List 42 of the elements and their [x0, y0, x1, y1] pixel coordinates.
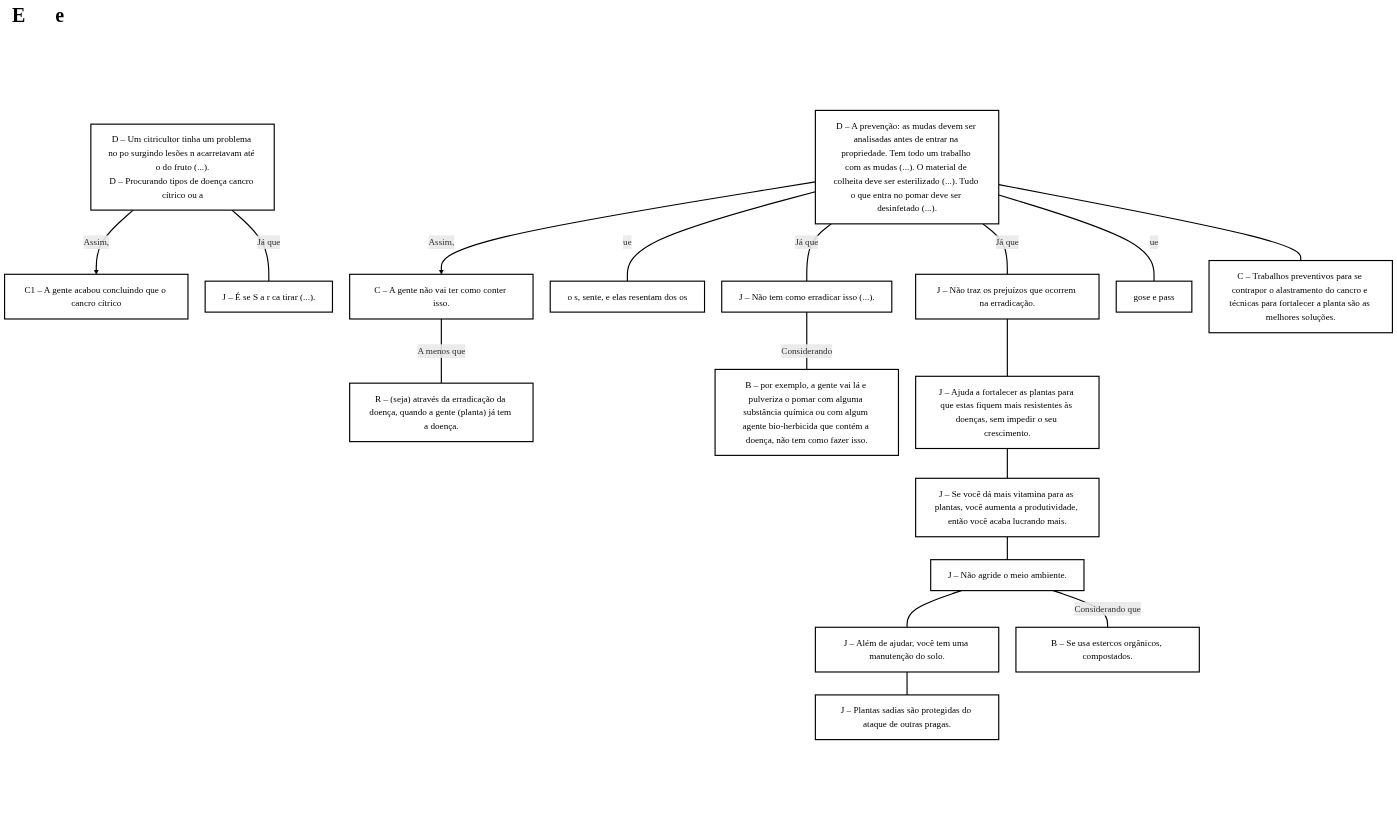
edge-label: A menos que	[417, 345, 466, 356]
edge-label: Já que	[995, 237, 1019, 247]
node-box: J – Plantas sadias são protegidas do ataque de outras pragas.	[814, 694, 1000, 741]
connector	[906, 671, 908, 696]
node-box: J – É se S a r ca tirar (...).	[204, 280, 334, 313]
edge-label: Já que	[257, 237, 281, 247]
edge-label: Assim,	[83, 237, 110, 247]
node-box: D – Um citricultor tinha um problema no po surgindo lesões n acarretavam até o do fruto (...). D – Procurando tipos de doença cancro cítrico ou a	[90, 123, 275, 211]
edge-label: ue	[1149, 237, 1159, 247]
node-box: C – Trabalhos preventivos para se contrapor o alastramento do cancro e técnicas para fortalecer a planta são as melhores soluções.	[1208, 259, 1393, 334]
connector	[906, 590, 962, 628]
connector	[1006, 447, 1008, 479]
node-box: C1 – A gente acabou concluindo que o cancro cítrico	[4, 273, 189, 320]
node-box: B – por exemplo, a gente vai lá e pulveriza o pomar com alguma substância química ou com algum agente bio-herbicida que contém a doença, não tem como fazer isso.	[714, 368, 900, 456]
connector	[231, 209, 270, 282]
node-box: B – Se usa estercos orgânicos, compostados.	[1015, 626, 1200, 673]
connector	[982, 223, 1008, 275]
node-box: C – A gente não vai ter como conter isso.	[349, 273, 534, 320]
connector	[806, 223, 832, 282]
arrow	[438, 181, 816, 275]
edge-label: Já que	[795, 237, 819, 247]
connector-word: E	[12, 4, 26, 27]
connector-word: e	[55, 4, 65, 27]
connector	[626, 191, 816, 282]
node-box: J – Além de ajudar, você tem uma manutenção do solo.	[814, 626, 1000, 673]
connector	[998, 184, 1302, 262]
node-box: J – Não traz os prejuízos que ocorrem na erradicação.	[915, 273, 1100, 320]
node-box: gose e pass	[1115, 280, 1193, 313]
node-box: J – Se você dá mais vitamina para as plantas, você aumenta a produtividade, então você acaba lucrando mais.	[915, 477, 1100, 538]
node-box: R – (seja) através da erradicação da doença, quando a gente (planta) já tem a doença.	[349, 382, 534, 443]
connector	[1006, 318, 1008, 377]
node-box: J – Não tem como erradicar isso (...).	[721, 280, 893, 313]
connector	[998, 194, 1155, 282]
edge-label: Considerando que	[1074, 603, 1141, 614]
edge-label: Considerando	[781, 345, 833, 356]
node-box: J – Ajuda a fortalecer as plantas para que estas fiquem mais resistentes às doenças, sem impedir o seu crescimento.	[915, 375, 1100, 450]
edge-label: Assim,	[428, 237, 455, 247]
node-box: J – Não agride o meio ambiente.	[930, 559, 1085, 592]
node-box: o s, sente, e elas resentam dos os	[549, 280, 706, 313]
connector	[1006, 536, 1008, 561]
node-box: D – A prevenção: as mudas devem ser analisadas antes de entrar na propriedade. Tem todo um trabalho com as mudas (...). O material de colheita deve ser esterilizado (...). Tudo o que entra no pomar deve ser desinfetado (...).	[814, 109, 1000, 225]
edge-label: ue	[623, 237, 632, 247]
